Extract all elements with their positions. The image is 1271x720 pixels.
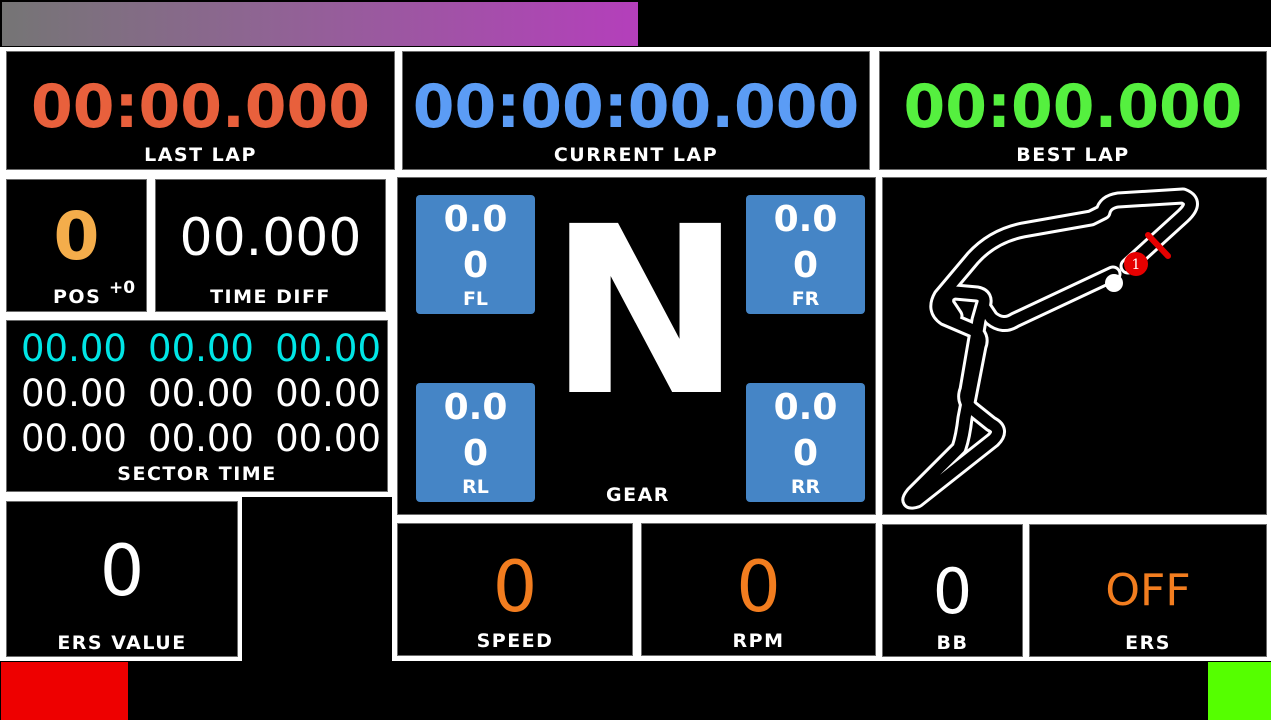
position-value: 0 [53, 198, 100, 275]
ers-mode-label: ERS [1125, 632, 1171, 654]
current-lap-label: CURRENT LAP [553, 144, 719, 166]
tire-rl-temp: 0.0 [443, 387, 508, 428]
brake-bias-label: BB [936, 632, 969, 654]
position-label: POS [53, 286, 102, 308]
sector-time-panel: 00.00 00.00 00.00 00.00 00.00 00.00 00.0… [6, 320, 388, 492]
best-lap-panel: 00:00.000 BEST LAP [879, 51, 1267, 170]
rpm-value: 0 [736, 546, 781, 628]
tire-fl-temp: 0.0 [443, 199, 508, 240]
sector-row-1: 00.00 00.00 00.00 [21, 327, 381, 370]
sector-cell: 00.00 [21, 417, 127, 460]
tire-rl: 0.0 0 RL [416, 383, 535, 502]
brake-bias-panel: 0 BB [882, 524, 1023, 657]
ers-mode-panel: OFF ERS [1029, 524, 1267, 657]
time-diff-panel: 00.000 TIME DIFF [155, 179, 386, 312]
position-delta: +0 [109, 278, 136, 298]
tire-fr: 0.0 0 FR [746, 195, 865, 314]
time-diff-label: TIME DIFF [210, 286, 331, 308]
rpm-panel: 0 RPM [641, 523, 876, 656]
last-lap-panel: 00:00.000 LAST LAP [6, 51, 395, 170]
left-indicator-light [1, 662, 128, 720]
sector-cell: 00.00 [21, 327, 127, 370]
tire-fr-temp: 0.0 [773, 199, 838, 240]
lap-progress-bar [0, 0, 1271, 47]
gear-panel: 0.0 0 FL 0.0 0 FR 0.0 0 RL 0.0 0 RR N GE… [397, 177, 876, 515]
sector-cell: 00.00 [148, 327, 254, 370]
gear-value: N [548, 177, 743, 447]
best-lap-value: 00:00.000 [903, 72, 1243, 142]
tire-rr-wear: 0 [792, 433, 819, 474]
sector-time-label: SECTOR TIME [117, 463, 277, 485]
player-car-marker-icon [1105, 274, 1123, 292]
sector-cell: 00.00 [21, 372, 127, 415]
gear-label: GEAR [606, 484, 670, 506]
ers-mode-value: OFF [1105, 565, 1191, 616]
sector-cell: 00.00 [275, 372, 381, 415]
current-lap-panel: 00:00:00.000 CURRENT LAP [402, 51, 870, 170]
sector-cell: 00.00 [148, 372, 254, 415]
tire-fl-label: FL [462, 288, 489, 310]
tire-fr-wear: 0 [792, 245, 819, 286]
ers-value-panel: 0 ERS VALUE [6, 501, 238, 657]
tire-rr-label: RR [790, 476, 821, 498]
empty-panel [242, 497, 392, 661]
tire-fl: 0.0 0 FL [416, 195, 535, 314]
best-lap-label: BEST LAP [1016, 144, 1130, 166]
sector-row-2: 00.00 00.00 00.00 [21, 372, 381, 415]
tire-rr-temp: 0.0 [773, 387, 838, 428]
ers-value: 0 [99, 530, 145, 612]
time-diff-value: 00.000 [179, 208, 362, 268]
tire-fr-label: FR [791, 288, 820, 310]
rpm-label: RPM [732, 630, 785, 652]
opponent-car-marker-icon [1124, 252, 1148, 276]
sector-cell: 00.00 [275, 327, 381, 370]
track-map-icon: 1 [901, 187, 1199, 510]
car-marker-number: 1 [1132, 257, 1141, 273]
tire-rl-label: RL [462, 476, 489, 498]
speed-value: 0 [492, 546, 538, 628]
last-lap-value: 00:00.000 [30, 72, 371, 142]
speed-panel: 0 SPEED [397, 523, 633, 656]
right-indicator-light [1208, 662, 1271, 720]
speed-label: SPEED [476, 630, 554, 652]
current-lap-value: 00:00:00.000 [412, 72, 860, 142]
tire-rr: 0.0 0 RR [746, 383, 865, 502]
sector-row-3: 00.00 00.00 00.00 [21, 417, 381, 460]
ers-value-label: ERS VALUE [57, 632, 187, 654]
position-panel: 0 POS +0 [6, 179, 147, 312]
sector-cell: 00.00 [148, 417, 254, 460]
sector-cell: 00.00 [275, 417, 381, 460]
lap-progress-fill [2, 2, 638, 46]
bottom-status-bar [0, 661, 1271, 720]
last-lap-label: LAST LAP [144, 144, 257, 166]
brake-bias-value: 0 [932, 555, 973, 628]
tire-fl-wear: 0 [462, 245, 489, 286]
tire-rl-wear: 0 [462, 433, 489, 474]
finish-line-icon [1145, 232, 1171, 259]
track-map-panel: 1 [882, 177, 1267, 515]
